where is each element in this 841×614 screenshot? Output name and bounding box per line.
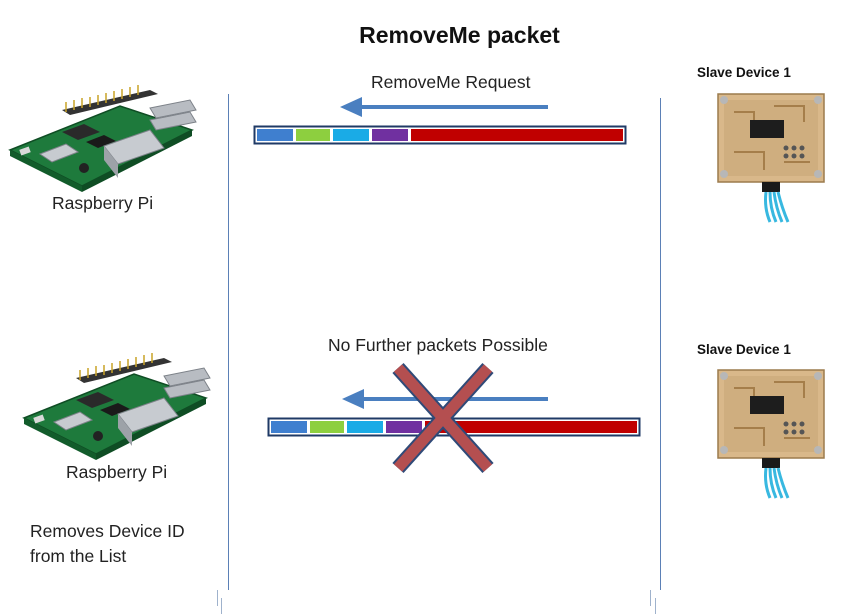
packet-segment-4 [386, 421, 422, 433]
packet-bar-top [253, 125, 627, 145]
packet-segment-payload [411, 129, 623, 141]
packet-segment-payload [425, 421, 637, 433]
device-label-bottom: Slave Device 1 [697, 342, 791, 357]
host-label-top: Raspberry Pi [52, 193, 154, 213]
packet-segment-3 [333, 129, 369, 141]
packet-segment-4 [372, 129, 408, 141]
left-divider-tick-2 [221, 598, 222, 614]
left-arrow-icon [340, 97, 548, 117]
host-note-line2: from the List [30, 546, 127, 566]
slave-device-board-icon-bottom [717, 369, 825, 499]
right-divider-tick-2 [655, 598, 656, 614]
packet-segment-3 [347, 421, 383, 433]
device-label-top: Slave Device 1 [697, 65, 791, 80]
left-divider-tick [217, 590, 218, 606]
packet-segment-header [271, 421, 307, 433]
message-label-bottom: No Further packets Possible [328, 335, 548, 355]
right-divider-tick [650, 590, 651, 606]
slave-device-board-icon [717, 93, 825, 223]
raspberry-pi-board-icon [8, 85, 197, 192]
cross-out-icon [392, 362, 494, 474]
packet-segment-header [257, 129, 293, 141]
host-note-line1: Removes Device ID [30, 521, 185, 541]
diagram-title: RemoveMe packet [359, 22, 560, 48]
left-divider-line [228, 94, 229, 590]
right-divider-line [660, 98, 661, 590]
raspberry-pi-board-icon-bottom [22, 353, 211, 460]
host-label-bottom: Raspberry Pi [66, 462, 168, 482]
packet-segment-2 [310, 421, 344, 433]
message-label-top: RemoveMe Request [371, 72, 531, 92]
packet-segment-2 [296, 129, 330, 141]
